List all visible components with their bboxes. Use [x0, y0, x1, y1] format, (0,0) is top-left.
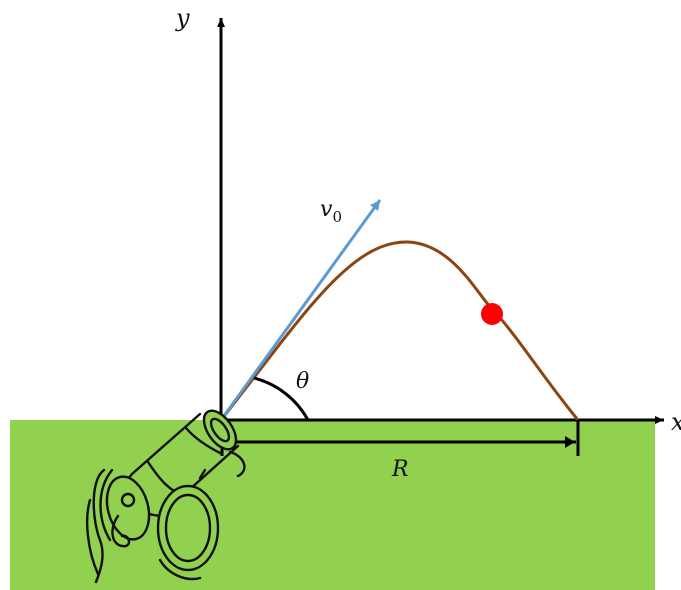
angle-label: θ	[296, 369, 309, 394]
velocity-label: v0	[320, 197, 342, 226]
launch-angle-arc	[253, 376, 310, 421]
y-axis-label: y	[175, 4, 190, 32]
range-label: R	[391, 457, 409, 482]
x-axis-label: x	[671, 408, 681, 436]
cannon-icon	[85, 409, 246, 584]
trajectory-curve	[219, 240, 580, 421]
ball-icon	[481, 303, 503, 325]
initial-velocity-vector	[219, 199, 382, 421]
